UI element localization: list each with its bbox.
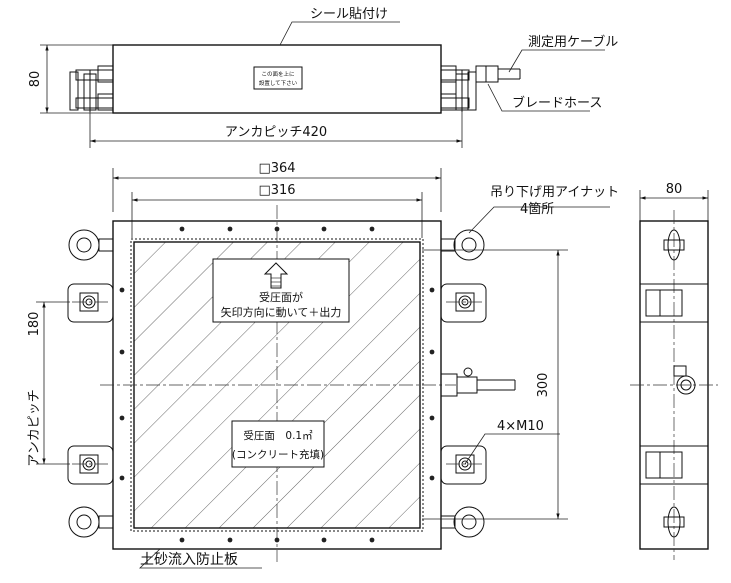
- notice-sticker: [253, 66, 303, 90]
- side-eye-nut-top: [663, 229, 685, 261]
- plan-view: □364 □316: [27, 161, 619, 569]
- area-text-2: (コンクリート充填): [232, 448, 324, 461]
- left-anchor-bracket: [69, 65, 114, 112]
- anchor-plate-upper-left: [67, 283, 114, 323]
- eye-nut-label: 吊り下げ用アイナット: [490, 185, 619, 200]
- outer-square-dim: □364: [258, 161, 295, 176]
- side-view: 80: [630, 182, 718, 560]
- anchor-plate-lower-right: [440, 445, 487, 485]
- side-connector: [673, 365, 696, 395]
- side-anchor-lower: [639, 445, 709, 485]
- side-width-dim: 80: [666, 182, 683, 197]
- right-anchor-bracket: [440, 65, 477, 112]
- cable-connector-plan: [440, 367, 516, 397]
- anchor-pitch-420: アンカピッチ420: [225, 125, 327, 140]
- area-box: [231, 420, 325, 468]
- notice-text-2: 設置して下さい: [259, 79, 298, 87]
- top-elevation-view: この面を上に 設置して下さい シール貼付け 測定用ケーブル ブレードホース 80…: [28, 7, 618, 148]
- dim-300: 300: [536, 373, 551, 398]
- cable-assembly-top: [475, 65, 521, 83]
- eye-nut-top-right: [440, 229, 485, 261]
- sensor-body-side: [112, 44, 442, 114]
- pitch-180: 180: [27, 312, 42, 337]
- side-height-dim: 80: [28, 71, 43, 88]
- braid-hose-label: ブレードホース: [512, 95, 602, 111]
- frame-bolts: [119, 226, 435, 543]
- side-eye-nut-bottom: [663, 506, 685, 538]
- area-text-1: 受圧面 0.1㎡: [243, 430, 313, 442]
- inner-square-dim: □316: [258, 183, 295, 198]
- cable-label: 測定用ケーブル: [528, 34, 618, 50]
- eye-nut-top-left: [68, 229, 114, 261]
- anchor-plate-lower-left: [67, 445, 114, 485]
- pitch-label-vertical: アンカピッチ: [27, 389, 42, 466]
- direction-arrow-icon: [263, 262, 289, 289]
- eye-nut-count: 4箇所: [520, 201, 554, 217]
- side-anchor-upper: [639, 283, 709, 323]
- pressure-text-2: 矢印方向に動いて＋出力: [221, 305, 342, 319]
- pressure-text-1: 受圧面が: [259, 290, 303, 304]
- seal-label: シール貼付け: [310, 7, 388, 22]
- notice-text-1: この面を上に: [261, 70, 294, 78]
- plate-label: 土砂流入防止板: [140, 552, 238, 568]
- eye-nut-bottom-right: [440, 506, 485, 538]
- bolt-spec-label: 4×M10: [497, 419, 544, 434]
- eye-nut-bottom-left: [68, 506, 114, 538]
- anchor-plate-upper-right: [440, 283, 487, 323]
